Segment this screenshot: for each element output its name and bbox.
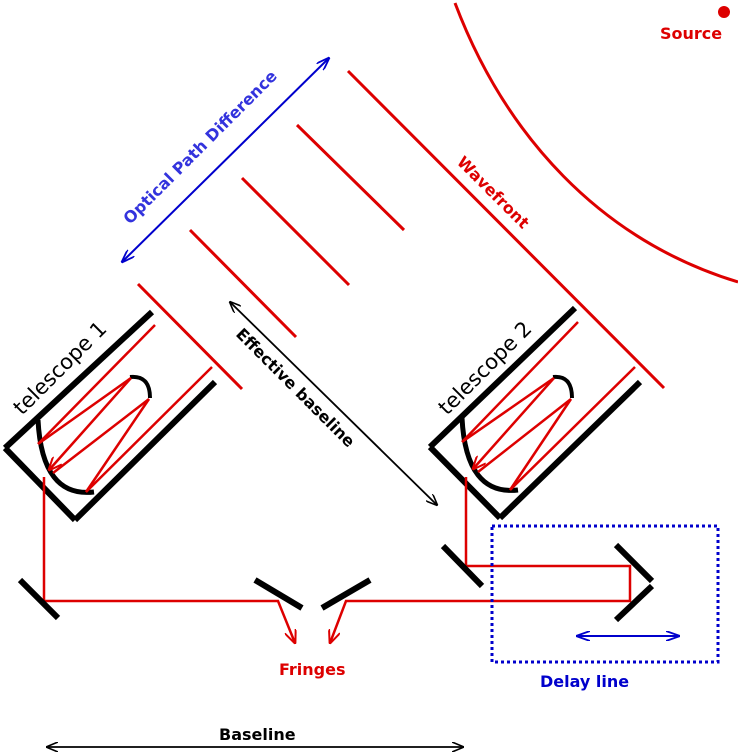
telescope-1-secondary-mirror bbox=[129, 374, 152, 399]
wavefront-label: Wavefront bbox=[453, 152, 533, 232]
telescope-1-light-path bbox=[37, 324, 213, 493]
telescope-1: telescope 1 bbox=[2, 309, 218, 523]
telescope-2-secondary-mirror bbox=[552, 374, 574, 399]
telescope-1-primary-mirror bbox=[35, 419, 95, 495]
effective-baseline-arrow bbox=[230, 302, 437, 505]
telescope-2-primary-mirror bbox=[459, 417, 519, 493]
telescope-2-light-path bbox=[461, 321, 636, 491]
opd-arrow bbox=[122, 58, 329, 262]
fringes-label: Fringes bbox=[279, 660, 346, 679]
baseline-label: Baseline bbox=[219, 725, 296, 744]
telescope-2: telescope 2 bbox=[427, 305, 643, 521]
source-label: Source bbox=[660, 24, 722, 43]
opd-label: Optical Path Difference bbox=[119, 66, 281, 228]
source-wavefront-arc bbox=[453, 2, 738, 284]
relay-light-paths bbox=[42, 477, 632, 643]
flat-mirrors bbox=[17, 542, 655, 623]
delay-line-box bbox=[490, 524, 720, 664]
delay-line-label: Delay line bbox=[540, 672, 629, 691]
effective-baseline-label: Effective baseline bbox=[232, 324, 359, 451]
source-dot bbox=[718, 6, 730, 18]
telescope-1-tube bbox=[2, 309, 218, 523]
telescope-2-label: telescope 2 bbox=[434, 317, 537, 420]
telescope-2-tube bbox=[427, 305, 643, 521]
